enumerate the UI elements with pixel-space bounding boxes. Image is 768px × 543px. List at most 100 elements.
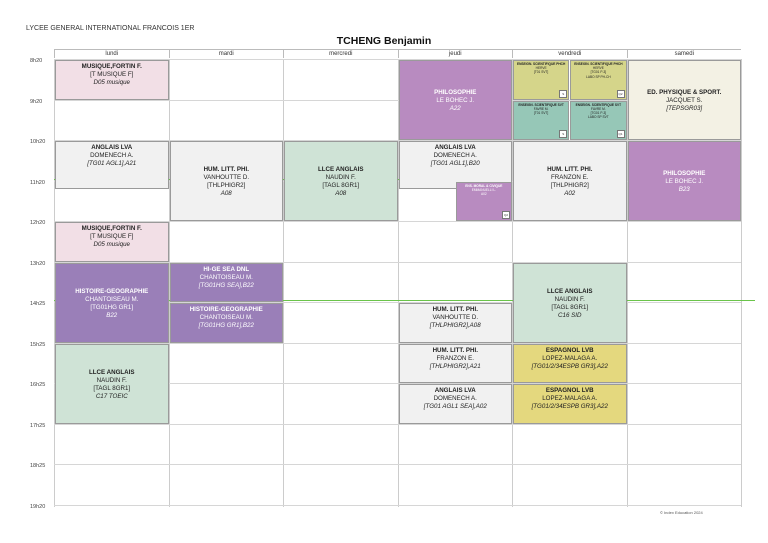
course-detail: [TG01 AGL1 SEA],A02 [423, 403, 487, 410]
course-detail: [TEPSGR03] [666, 105, 703, 112]
grid-hline [54, 221, 741, 222]
course-detail: CHANTOISEAU M. [199, 314, 253, 321]
course-title: HISTOIRE-GEOGRAPHIE [189, 306, 263, 313]
course-block[interactable]: HUM. LITT. PHI.VANHOUTTE D.[THLPHIGR2],A… [398, 303, 512, 343]
day-header-lundi: lundi [54, 49, 169, 58]
course-title: LLCE ANGLAIS [89, 368, 135, 376]
course-title: HISTOIRE-GEOGRAPHIE [75, 287, 149, 295]
course-detail: A08 [220, 190, 232, 197]
time-label: 19h20 [30, 503, 46, 510]
course-detail: [TG01HG GR1],B22 [198, 322, 254, 329]
course-detail: [THLPHIGR2] [550, 182, 589, 189]
course-block[interactable]: ED. PHYSIQUE & SPORT.JACQUET S.[TEPSGR03… [627, 60, 741, 140]
day-header-vendredi: vendredi [512, 49, 627, 58]
course-title: ESPAGNOL LVB [545, 346, 594, 354]
time-label: 10h20 [30, 139, 46, 145]
grid-hline [54, 423, 741, 425]
course-detail: [T01 SVT] [533, 70, 549, 75]
course-detail: [TG01 AGL1],A21 [87, 160, 137, 167]
course-title: HUM. LITT. PHI. [432, 346, 478, 354]
course-detail: [THLPHIGR2] [207, 182, 246, 189]
course-detail: [TG01 P-3] [590, 110, 607, 115]
current-time-line [54, 300, 755, 301]
course-title: ENSEIGN. SCIENTIFIQUE PHCH [516, 62, 566, 66]
current-time-line [54, 178, 512, 180]
course-title: ENSEIGN. SCIENTIFIQUE PHCH [574, 62, 623, 66]
grid-vline [283, 59, 284, 507]
time-label: 8h20 [30, 58, 43, 64]
time-label: 12h20 [30, 220, 46, 226]
course-title: ENS. MORAL & CIVIQUE [465, 183, 503, 188]
grid-vline [54, 59, 55, 507]
course-title: PHILOSOPHIE [434, 89, 477, 96]
time-label: 9h20 [30, 98, 43, 105]
course-detail: [TG01 AGL1],B20 [430, 160, 480, 167]
course-detail: LE BOHEC J. [436, 97, 475, 104]
course-detail: JACQUET S. [666, 97, 703, 104]
copyright: © Index Education 2024 [660, 510, 703, 515]
course-detail: CHANTOISEAU M. [85, 295, 139, 303]
grid-hline [54, 140, 741, 141]
group-tag: S [559, 89, 568, 98]
course-title: ENSEIGN. SCIENTIFIQUE SVT [518, 102, 564, 107]
grid-hline [54, 261, 741, 263]
course-detail: FRANZON E. [436, 354, 474, 362]
course-title: MUSIQUE,FORTIN F. [81, 63, 142, 70]
course-title: ANGLAIS LVA [434, 387, 476, 394]
course-detail: [THLPHIGR2],A21 [429, 362, 481, 370]
course-block[interactable]: HUM. LITT. PHI.FRANZON E.[THLPHIGR2],A21 [398, 343, 512, 383]
course-detail: [T MUSIQUE F] [90, 233, 134, 240]
course-title: MUSIQUE,FORTIN F. [81, 225, 142, 232]
course-detail: FAVRE M. [533, 106, 549, 111]
course-detail: [TAGL 8GR1] [322, 182, 360, 189]
course-title: ANGLAIS LVA [91, 144, 133, 151]
course-title: ESPAGNOL LVB [545, 387, 594, 394]
course-detail: VANHOUTTE D. [432, 314, 479, 321]
day-header-samedi: samedi [626, 49, 741, 58]
course-detail: [THLPHIGR2],A08 [429, 322, 481, 329]
course-title: LLCE ANGLAIS [547, 287, 593, 295]
group-tag: S [559, 130, 568, 138]
time-label: 15h25 [30, 341, 46, 348]
course-detail: D05 musique [93, 241, 130, 248]
group-tag: Q2 [616, 89, 625, 98]
course-detail: EMMANUELLI L. [471, 187, 497, 192]
course-block[interactable]: HUM. LITT. PHI.VANHOUTTE D.[THLPHIGR2]A0… [169, 141, 283, 221]
course-block[interactable]: MUSIQUE,FORTIN F.[T MUSIQUE F]D05 musiqu… [55, 222, 169, 262]
course-title: PHILOSOPHIE [663, 170, 706, 177]
course-detail: [T01 SVT] [533, 110, 549, 115]
course-title: ENSEIGN. SCIENTIFIQUE SVT [575, 102, 622, 107]
time-label: 14h25 [30, 301, 46, 307]
course-detail: HERVE [592, 66, 604, 71]
time-label: 13h20 [30, 260, 46, 267]
course-detail: B23 [678, 186, 690, 193]
course-block[interactable]: MUSIQUE,FORTIN F.[T MUSIQUE F]D05 musiqu… [55, 60, 169, 100]
course-detail: LE BOHEC J. [665, 178, 704, 185]
time-label: 16h25 [30, 382, 46, 388]
course-block[interactable]: HUM. LITT. PHI.FRANZON E.[THLPHIGR2]A02 [513, 141, 627, 221]
course-detail: LOPEZ-MALAGA A. [542, 395, 598, 402]
course-detail: [TAGL 8GR1] [551, 303, 589, 311]
day-header-jeudi: jeudi [397, 49, 512, 58]
course-detail: LABO SP PH-CH [586, 74, 611, 79]
course-detail: FRANZON E. [551, 174, 589, 181]
course-detail: C16 SID [558, 311, 582, 319]
